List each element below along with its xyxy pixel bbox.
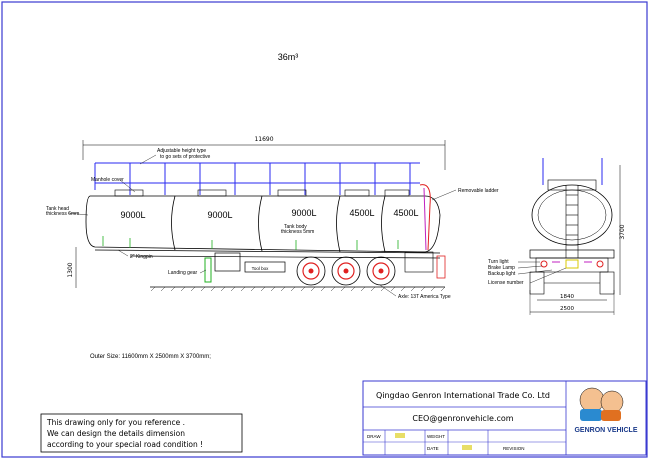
wheels (296, 256, 396, 286)
chassis-frame (94, 249, 441, 273)
genron-logo: GENRON VEHICLE (574, 387, 638, 434)
tank-body (85, 195, 441, 253)
rear-light-bar (436, 255, 446, 279)
note-line-3: according to your special road condition… (47, 440, 203, 449)
brake-lamp-callout: Brake Lamp (488, 265, 515, 271)
overall-length-value: 11690 (254, 136, 273, 143)
company-name: Qingdao Genron International Trade Co. L… (376, 391, 550, 400)
date-label: DATE (427, 446, 439, 451)
note-line-2: We can design the details dimension (47, 429, 185, 438)
weight-label: WEIGHT (427, 434, 445, 439)
landing-gear (204, 257, 212, 283)
track-width-value: 1840 (560, 294, 574, 300)
tank-volume: 36m³ (278, 52, 299, 62)
tank-body-thickness-callout: thickness 5mm (281, 229, 314, 235)
rear-height-value: 3700 (619, 224, 626, 239)
logo-text: GENRON VEHICLE (574, 427, 637, 434)
license-number-callout: License number (488, 280, 524, 286)
notes-box: This drawing only for you reference . We… (40, 413, 243, 453)
compartment-4-label: 4500L (349, 208, 374, 218)
axle-callout: Axle: 13T America Type (398, 294, 451, 300)
landing-gear-callout: Landing gear (168, 270, 198, 276)
compartment-1-label: 9000L (120, 210, 145, 220)
manhole-callout: Manhole cover (91, 177, 124, 183)
tank-head-callout: Tank head (46, 206, 69, 212)
tank-head-thickness-callout: thickness 6mm (46, 211, 79, 217)
note-line-1: This drawing only for you reference . (46, 418, 185, 427)
draw-label: DRAW (367, 434, 381, 439)
rear-bumper (404, 251, 434, 273)
removable-ladder (419, 184, 431, 251)
overall-length-dimension: 11690 (82, 136, 446, 170)
height-type-callout: Adjustable height type (157, 148, 206, 154)
kingpin-callout: 2" Kingpin (130, 254, 153, 260)
discharge-valves (102, 236, 399, 250)
rear-view (529, 158, 615, 295)
title-block: Qingdao Genron International Trade Co. L… (362, 380, 647, 456)
removable-ladder-callout: Removable ladder (458, 188, 499, 194)
axle-height-dimension: 1300 (67, 247, 77, 288)
ground-line (150, 286, 446, 292)
rear-height-dimension: 3700 (619, 165, 626, 295)
tank-body-callout: Tank body (284, 224, 307, 230)
backup-light-callout: Backup light (488, 271, 516, 277)
tool-box-callout: Tool box (252, 266, 270, 271)
protective-callout: to go sets of protective (160, 154, 211, 160)
axle-height-value: 1300 (67, 262, 74, 277)
overall-width-value: 2500 (560, 306, 574, 312)
company-email: CEO@genronvehicle.com (412, 414, 513, 423)
outer-size-text: Outer Size: 11600mm X 2500mm X 3700mm; (90, 354, 211, 360)
overall-width-dimension: 2500 (529, 290, 615, 315)
revision-label: REVISION (503, 446, 525, 451)
compartment-3-label: 9000L (291, 208, 316, 218)
turn-light-callout: Turn light (488, 259, 509, 265)
compartment-2-label: 9000L (207, 210, 232, 220)
track-width-dimension: 1840 (537, 294, 607, 301)
manholes (114, 189, 410, 197)
top-guardrail (94, 162, 420, 195)
compartment-5-label: 4500L (393, 208, 418, 218)
